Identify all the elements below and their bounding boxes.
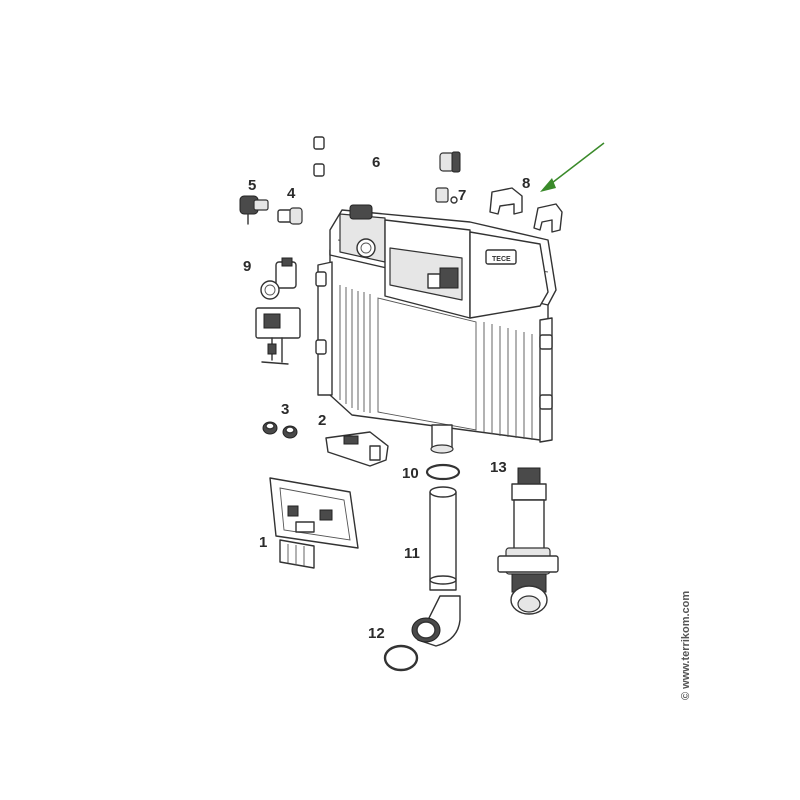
part-11-flush-pipe [429, 486, 457, 591]
cistern-ribs-left [339, 285, 371, 413]
part-13-flush-valve [497, 467, 559, 615]
callout-5: 5 [248, 177, 257, 194]
part-9-fill-valve [255, 257, 301, 365]
callout-7: 7 [458, 187, 467, 204]
part-3-caps [262, 421, 298, 439]
callout-1: 1 [259, 534, 268, 551]
part-7-nipple [450, 196, 458, 204]
callout-6: 6 [372, 154, 381, 171]
callout-4: 4 [287, 185, 296, 202]
part-5-valve [239, 195, 269, 225]
cistern-brand-text: TECE [492, 256, 511, 263]
callout-8: 8 [522, 175, 531, 192]
watermark: © www.terrikom.com [680, 590, 692, 700]
part-1-actuator-frame [269, 477, 359, 569]
callout-12: 12 [368, 625, 385, 642]
cistern-ribs-right [483, 322, 533, 440]
part-6-hoses [313, 136, 461, 203]
callout-3: 3 [281, 401, 290, 418]
callout-2: 2 [318, 412, 327, 429]
part-2-bracket [325, 431, 389, 467]
part-4-connector [277, 207, 303, 225]
callout-13: 13 [490, 459, 507, 476]
part-10-seal-ring [425, 463, 461, 481]
callout-10: 10 [402, 465, 419, 482]
callout-9: 9 [243, 258, 252, 275]
part-8-clips [489, 187, 563, 233]
green-arrow [540, 142, 605, 192]
callout-11: 11 [404, 545, 420, 562]
part-12-elbow [383, 595, 461, 672]
cistern-body [315, 204, 557, 454]
